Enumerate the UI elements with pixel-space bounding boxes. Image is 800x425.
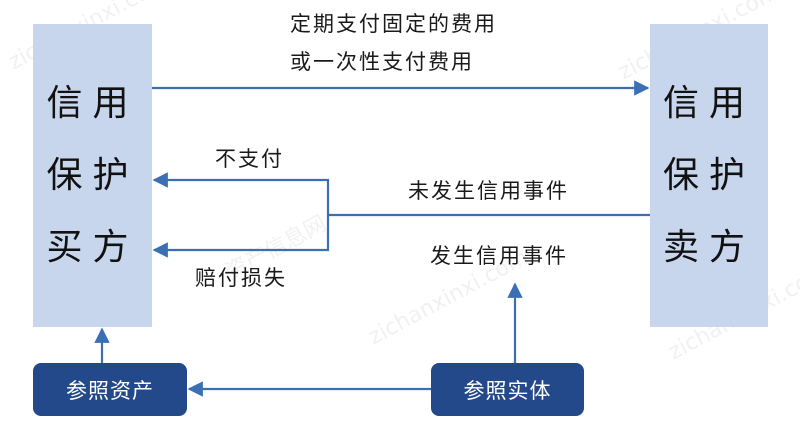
no-pay-label: 不支付 <box>215 147 284 171</box>
buyer-line-2: 保护 <box>46 154 139 196</box>
seller-line-2: 保护 <box>662 154 755 196</box>
fee-label-line-2: 或一次性支付费用 <box>290 50 474 74</box>
credit-protection-buyer-box: 信用 保护 买方 <box>33 24 152 327</box>
buyer-line-1: 信用 <box>46 82 139 124</box>
buyer-line-3: 买方 <box>46 226 139 268</box>
reference-asset-box: 参照资产 <box>33 363 187 416</box>
seller-line-3: 卖方 <box>662 226 755 268</box>
compensate-label: 赔付损失 <box>195 266 287 290</box>
compensate-arrow <box>152 215 330 258</box>
reference-entity-box: 参照实体 <box>431 363 584 416</box>
seller-line-1: 信用 <box>662 82 755 124</box>
credit-protection-seller-box: 信用 保护 卖方 <box>650 24 768 327</box>
no-credit-event-label: 未发生信用事件 <box>408 179 569 203</box>
no-pay-arrow <box>152 172 330 215</box>
credit-event-label: 发生信用事件 <box>430 244 568 268</box>
fee-label-line-1: 定期支付固定的费用 <box>290 12 497 36</box>
